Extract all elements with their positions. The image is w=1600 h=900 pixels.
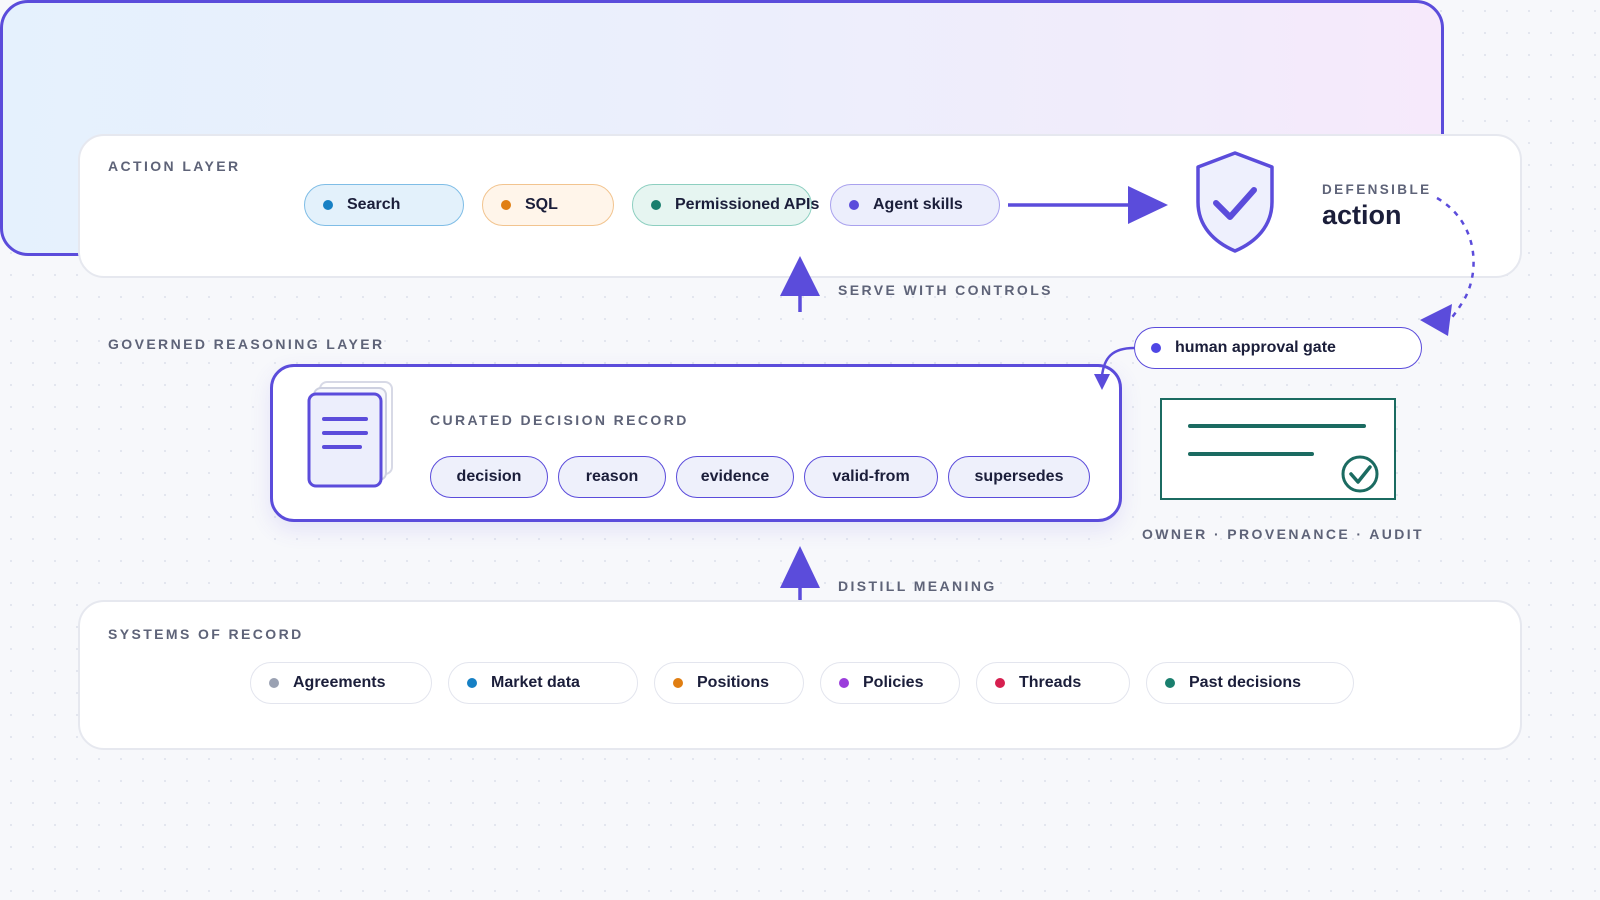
tool-pill-permissioned-apis[interactable]: Permissioned APIs — [632, 184, 819, 226]
past-decisions-dot-icon — [1165, 678, 1175, 688]
search-dot-icon — [323, 200, 333, 210]
source-label: Market data — [491, 674, 580, 691]
source-pill-positions[interactable]: Positions — [654, 662, 804, 704]
source-pill-policies[interactable]: Policies — [820, 662, 960, 704]
positions-dot-icon — [673, 678, 683, 688]
field-pill-supersedes[interactable]: supersedes — [948, 456, 1090, 498]
sql-dot-icon — [501, 200, 511, 210]
approval-dashed-connector — [1436, 196, 1475, 325]
field-pill-reason[interactable]: reason — [558, 456, 666, 498]
field-pill-valid-from[interactable]: valid-from — [804, 456, 938, 498]
tool-pill-search[interactable]: Search — [304, 184, 464, 226]
action-layer-label: ACTION LAYER — [108, 158, 241, 174]
source-pill-market-data[interactable]: Market data — [448, 662, 638, 704]
tool-pill-sql[interactable]: SQL — [482, 184, 614, 226]
approval-dot-icon — [1151, 343, 1161, 353]
tool-label: Permissioned APIs — [675, 196, 820, 213]
approval-gate-label: human approval gate — [1175, 339, 1336, 356]
field-pill-decision[interactable]: decision — [430, 456, 548, 498]
tool-pill-agent-skills[interactable]: Agent skills — [830, 184, 1000, 226]
serve-arrow-head — [780, 256, 820, 296]
market-data-dot-icon — [467, 678, 477, 688]
systems-layer-label: SYSTEMS OF RECORD — [108, 626, 304, 642]
api-dot-icon — [651, 200, 661, 210]
source-label: Policies — [863, 674, 924, 691]
approval-dashed-arrow-head — [1420, 304, 1452, 336]
document-stack-icon — [307, 381, 393, 488]
source-label: Agreements — [293, 674, 386, 691]
source-label: Past decisions — [1189, 674, 1302, 691]
tool-label: Search — [347, 196, 401, 213]
outcome-caption: DEFENSIBLE — [1322, 182, 1432, 197]
distill-meaning-label: DISTILL MEANING — [838, 578, 997, 594]
field-pill-evidence[interactable]: evidence — [676, 456, 794, 498]
policies-dot-icon — [839, 678, 849, 688]
certificate-check-icon — [1188, 424, 1379, 493]
tool-label: Agent skills — [873, 196, 963, 213]
human-approval-gate-pill[interactable]: human approval gate — [1134, 327, 1422, 369]
shield-check-icon — [1196, 151, 1274, 253]
source-pill-past-decisions[interactable]: Past decisions — [1146, 662, 1354, 704]
to-action-arrow-head — [1128, 186, 1168, 224]
audit-caption: OWNER · PROVENANCE · AUDIT — [1142, 526, 1424, 542]
source-pill-agreements[interactable]: Agreements — [250, 662, 432, 704]
tool-label: SQL — [525, 196, 558, 213]
agreements-dot-icon — [269, 678, 279, 688]
serve-with-controls-label: SERVE WITH CONTROLS — [838, 282, 1053, 298]
source-label: Threads — [1019, 674, 1082, 691]
reasoning-layer-label: GOVERNED REASONING LAYER — [108, 336, 385, 352]
source-label: Positions — [697, 674, 770, 691]
outcome-title: action — [1322, 200, 1402, 230]
threads-dot-icon — [995, 678, 1005, 688]
agent-dot-icon — [849, 200, 859, 210]
distill-arrow-head — [780, 546, 820, 588]
record-title: CURATED DECISION RECORD — [430, 412, 689, 428]
source-pill-threads[interactable]: Threads — [976, 662, 1130, 704]
